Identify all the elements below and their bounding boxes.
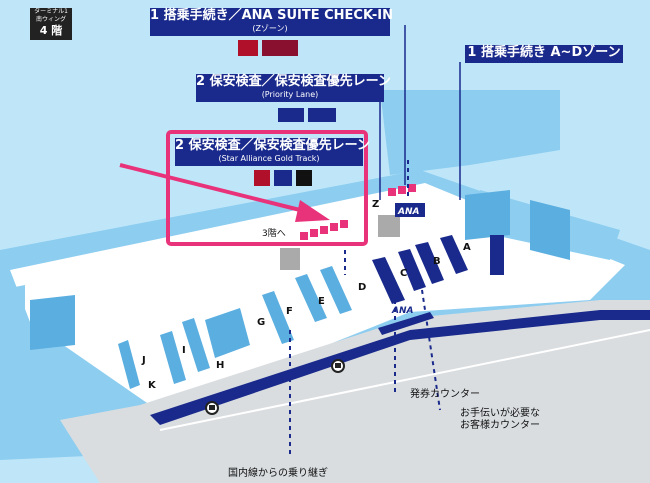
svg-text:I: I: [182, 345, 186, 356]
highlight-box: [166, 130, 368, 246]
priority-lane-sub: (Priority Lane): [261, 90, 319, 99]
star-alliance-callout: 2 保安検査／保安検査優先レーン (Star Alliance Gold Tra…: [175, 138, 370, 166]
ticket-counter-label: 発券カウンター: [410, 389, 480, 400]
svg-text:ANA: ANA: [391, 306, 413, 316]
checkin-ad-callout: 1 搭乗手続き A~Dゾーン: [465, 45, 623, 63]
suite-logos: [238, 40, 298, 58]
highlight-arrow: [119, 163, 301, 212]
assist-counter-line1: お手伝いが必要な: [460, 408, 540, 419]
svg-text:C: C: [400, 268, 407, 279]
super-flyers-logo: [308, 108, 336, 122]
floor-badge: ターミナル1 南ウィング 4 階: [30, 8, 72, 40]
svg-text:E: E: [318, 296, 325, 307]
svg-text:H: H: [216, 360, 224, 371]
first-class-logo: [238, 40, 258, 56]
svg-text:F: F: [286, 306, 293, 317]
suite-checkin-callout: 1 搭乗手続き／ANA SUITE CHECK-IN (Zゾーン): [150, 8, 394, 36]
floor3-label: 3階へ: [262, 229, 286, 239]
suite-checkin-sub: (Zゾーン): [252, 24, 288, 33]
svg-text:Z: Z: [372, 199, 379, 210]
priority-lane-callout: 2 保安検査／保安検査優先レーン (Priority Lane): [196, 74, 391, 102]
suite-checkin-title: 1 搭乗手続き／ANA SUITE CHECK-IN: [150, 8, 394, 23]
bus-stop-icons: [205, 359, 345, 415]
zone-counters: [118, 266, 352, 389]
assist-counter-line2: お客様カウンター: [460, 420, 540, 431]
floor-badge-line1: ターミナル1: [34, 8, 68, 15]
first-class-logo: [254, 170, 270, 186]
star-alliance-logo: [296, 170, 312, 186]
svg-text:D: D: [358, 282, 366, 293]
domestic-transfer-label: 国内線からの乗り継ぎ: [228, 468, 328, 479]
road: [60, 300, 650, 483]
escalator: [280, 248, 300, 270]
priority-logos: [278, 108, 336, 124]
priority-lane-title: 2 保安検査／保安検査優先レーン: [196, 74, 391, 89]
star-logos: [254, 170, 314, 188]
assist-counter-label: お手伝いが必要な お客様カウンター: [460, 408, 540, 432]
platinum-logo: [278, 108, 304, 122]
escalator: [378, 215, 400, 237]
svg-text:K: K: [148, 380, 157, 391]
svg-text:B: B: [433, 256, 441, 267]
star-alliance-sub: (Star Alliance Gold Track): [218, 154, 320, 163]
checkin-counters: [372, 235, 504, 335]
svg-text:ANA: ANA: [397, 207, 419, 217]
star-alliance-title: 2 保安検査／保安検査優先レーン: [175, 138, 370, 153]
z-zone-counters: [300, 184, 416, 240]
svg-text:J: J: [141, 355, 146, 366]
svg-text:A: A: [463, 242, 471, 253]
business-class-logo: [274, 170, 292, 186]
diamond-logo: [262, 40, 298, 56]
checkin-ad-title: 1 搭乗手続き A~Dゾーン: [467, 45, 621, 60]
floor-badge-floor: 4 階: [39, 24, 63, 37]
svg-text:G: G: [257, 317, 265, 328]
floor-badge-line2: 南ウィング: [35, 16, 66, 23]
